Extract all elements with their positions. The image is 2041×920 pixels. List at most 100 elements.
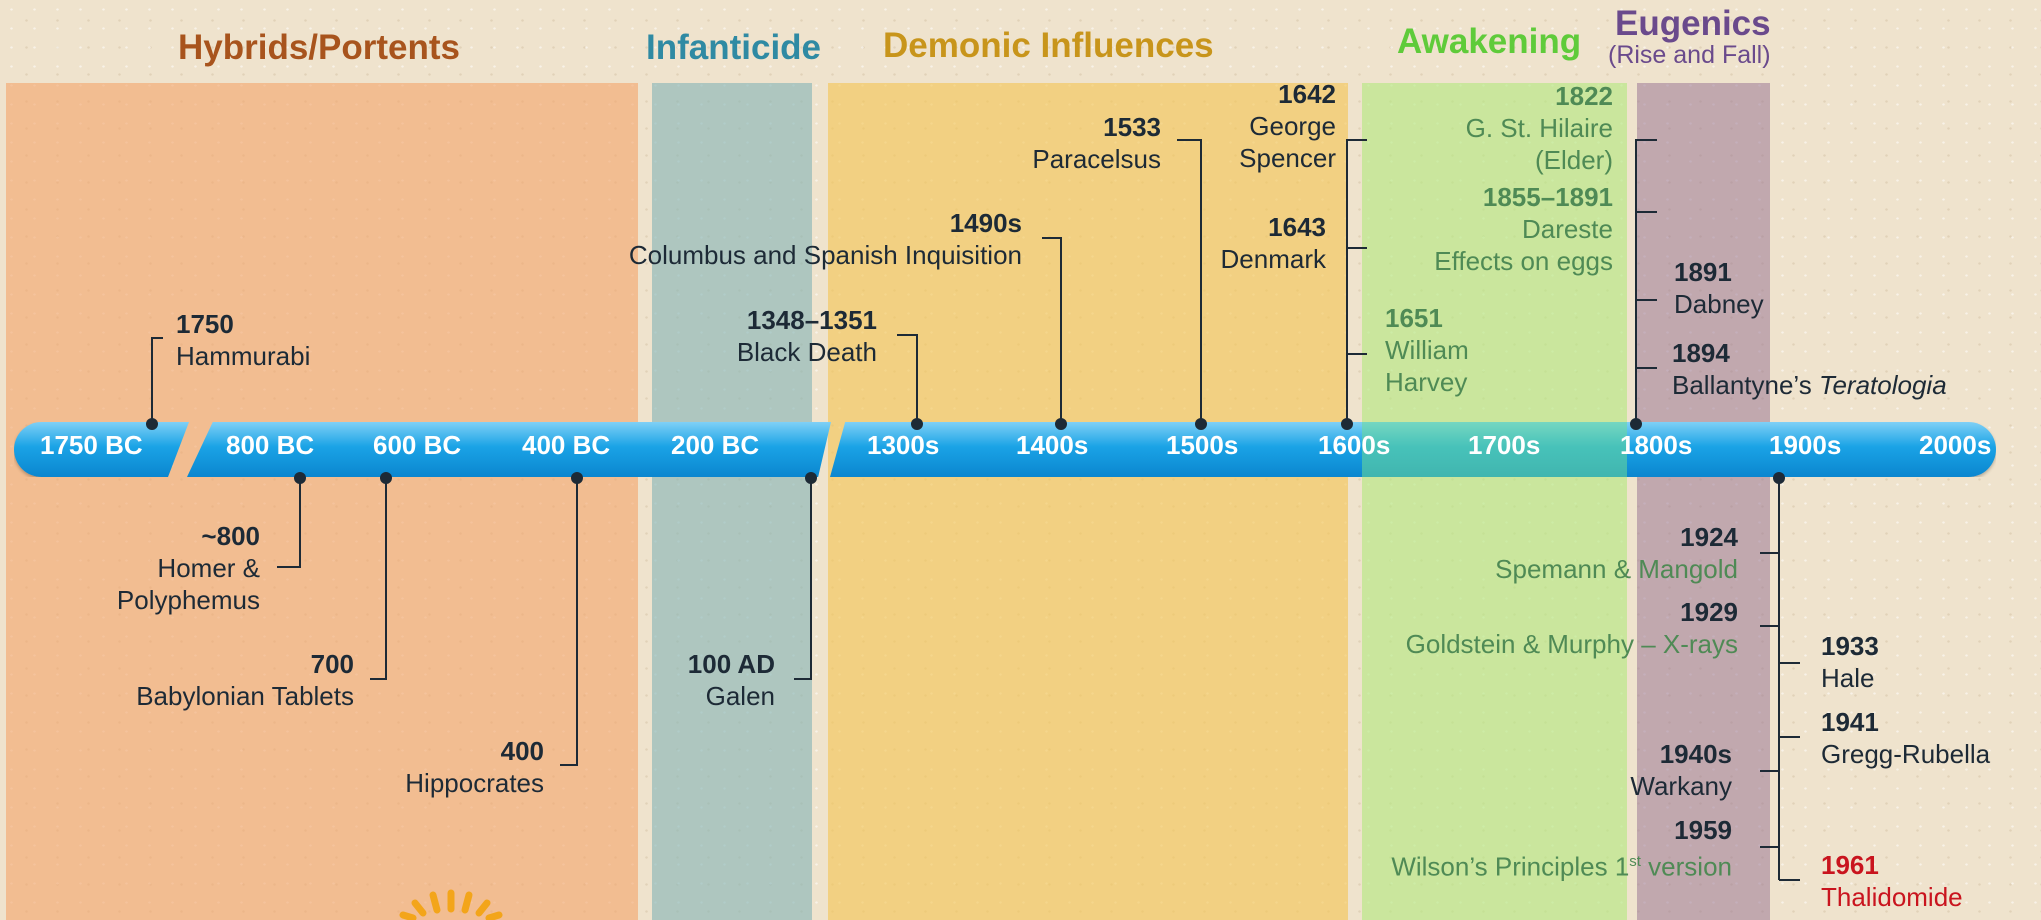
tick-200bc: 200 BC <box>671 430 760 460</box>
marker-dot <box>380 472 392 484</box>
tick-1700s: 1700s <box>1468 430 1541 460</box>
event-gregg: 1941 Gregg-Rubella <box>1821 706 1990 770</box>
event-label: Denmark <box>1220 244 1326 274</box>
marker-dot <box>146 418 158 430</box>
era-title-hybrids: Hybrids/Portents <box>178 28 460 67</box>
tick-800bc: 800 BC <box>226 430 315 460</box>
event-label: Spencer <box>1239 143 1336 173</box>
event-babylonian: 700 Babylonian Tablets <box>136 648 354 712</box>
event-label: Hale <box>1821 663 1875 693</box>
era-title-eugenics: Eugenics <box>1615 4 1771 43</box>
marker-dot <box>805 472 817 484</box>
event-label: Paracelsus <box>1032 144 1161 174</box>
event-label: William <box>1385 335 1469 365</box>
event-year: 1961 <box>1821 850 1879 880</box>
event-goldstein: 1929 Goldstein & Murphy – X-rays <box>1406 596 1738 660</box>
tick-1600s: 1600s <box>1318 430 1391 460</box>
event-label: Babylonian Tablets <box>136 681 354 711</box>
tick-2000s: 2000s <box>1919 430 1992 460</box>
event-spencer: 1642 George Spencer <box>1239 78 1336 174</box>
marker-dot <box>1055 418 1067 430</box>
era-band-hybrids <box>6 83 638 920</box>
event-label: Warkany <box>1630 771 1732 801</box>
event-galen: 100 AD Galen <box>688 648 775 712</box>
event-label: Galen <box>705 681 775 711</box>
tick-1300s: 1300s <box>867 430 940 460</box>
tick-600bc: 600 BC <box>373 430 462 460</box>
event-year: 700 <box>310 649 354 679</box>
era-band-demonic <box>828 83 1348 920</box>
event-year: 1940s <box>1659 739 1732 769</box>
event-paracelsus: 1533 Paracelsus <box>1032 111 1161 175</box>
era-title-demonic: Demonic Influences <box>883 26 1214 65</box>
event-dareste: 1855–1891 Dareste Effects on eggs <box>1434 181 1613 277</box>
event-year: 1855–1891 <box>1482 182 1613 212</box>
event-year: 1643 <box>1268 212 1326 242</box>
tick-1900s: 1900s <box>1769 430 1842 460</box>
event-label: Columbus and Spanish Inquisition <box>628 240 1022 270</box>
event-label: Dabney <box>1674 289 1764 319</box>
event-label: Spemann & Mangold <box>1495 554 1738 584</box>
event-label: Effects on eggs <box>1434 246 1613 276</box>
event-label: Hippocrates <box>405 768 544 798</box>
event-year: ~800 <box>201 521 260 551</box>
event-year: 1929 <box>1680 597 1738 627</box>
event-hammurabi: 1750 Hammurabi <box>176 308 310 372</box>
era-band-eugenics <box>1637 83 1770 920</box>
event-year: 1924 <box>1680 522 1738 552</box>
event-spemann: 1924 Spemann & Mangold <box>1495 521 1738 585</box>
marker-dot <box>1773 472 1785 484</box>
event-harvey: 1651 William Harvey <box>1385 302 1469 398</box>
marker-dot <box>571 472 583 484</box>
event-dabney: 1891 Dabney <box>1674 256 1764 320</box>
event-label: Thalidomide <box>1821 882 1963 912</box>
event-label: Harvey <box>1385 367 1468 397</box>
event-label: Ballantyne’s Teratologia <box>1672 370 1947 400</box>
event-hilaire: 1822 G. St. Hilaire (Elder) <box>1466 80 1613 176</box>
era-title-infanticide: Infanticide <box>646 28 822 67</box>
era-band-infanticide <box>652 83 812 920</box>
event-year: 1490s <box>949 208 1022 238</box>
event-black-death: 1348–1351 Black Death <box>737 304 877 368</box>
event-label: Dareste <box>1521 214 1613 244</box>
event-label: Homer & <box>157 553 260 583</box>
event-label: Goldstein & Murphy – X-rays <box>1405 629 1738 659</box>
event-hippocrates: 400 Hippocrates <box>405 735 544 799</box>
marker-dot <box>1195 418 1207 430</box>
event-year: 1941 <box>1821 707 1879 737</box>
era-title-awakening: Awakening <box>1397 22 1582 61</box>
event-year: 1894 <box>1672 338 1730 368</box>
event-year: 1533 <box>1103 112 1161 142</box>
marker-dot <box>1341 418 1353 430</box>
tick-1500s: 1500s <box>1166 430 1239 460</box>
timeline-bar-bc <box>187 422 831 477</box>
event-ballantyne: 1894 Ballantyne’s Teratologia <box>1672 337 1947 401</box>
event-year: 1651 <box>1385 303 1443 333</box>
event-year: 1642 <box>1278 79 1336 109</box>
tick-1800s: 1800s <box>1620 430 1693 460</box>
event-year: 1348–1351 <box>746 305 877 335</box>
timeline-bar-ancient <box>14 422 189 477</box>
era-subtitle-eugenics: (Rise and Fall) <box>1608 41 1771 69</box>
marker-dot <box>1630 418 1642 430</box>
tick-1400s: 1400s <box>1016 430 1089 460</box>
event-hale: 1933 Hale <box>1821 630 1879 694</box>
event-label: G. St. Hilaire <box>1465 113 1613 143</box>
event-label: Hammurabi <box>176 341 311 371</box>
event-label: Black Death <box>736 337 877 367</box>
era-band-awakening <box>1362 83 1627 920</box>
marker-dot <box>911 418 923 430</box>
event-year: 100 AD <box>687 649 775 679</box>
sun-icon <box>399 889 503 920</box>
event-label: Gregg-Rubella <box>1821 739 1991 769</box>
awakening-bar-overlay <box>1362 422 1627 477</box>
tick-1750bc: 1750 BC <box>40 430 143 460</box>
event-year: 1933 <box>1821 631 1879 661</box>
event-year: 1891 <box>1674 257 1732 287</box>
event-year: 1822 <box>1555 81 1613 111</box>
tick-400bc: 400 BC <box>522 430 611 460</box>
event-year: 400 <box>500 736 544 766</box>
event-wilson: 1959 Wilson’s Principles 1st version <box>1391 814 1732 883</box>
marker-dot <box>294 472 306 484</box>
